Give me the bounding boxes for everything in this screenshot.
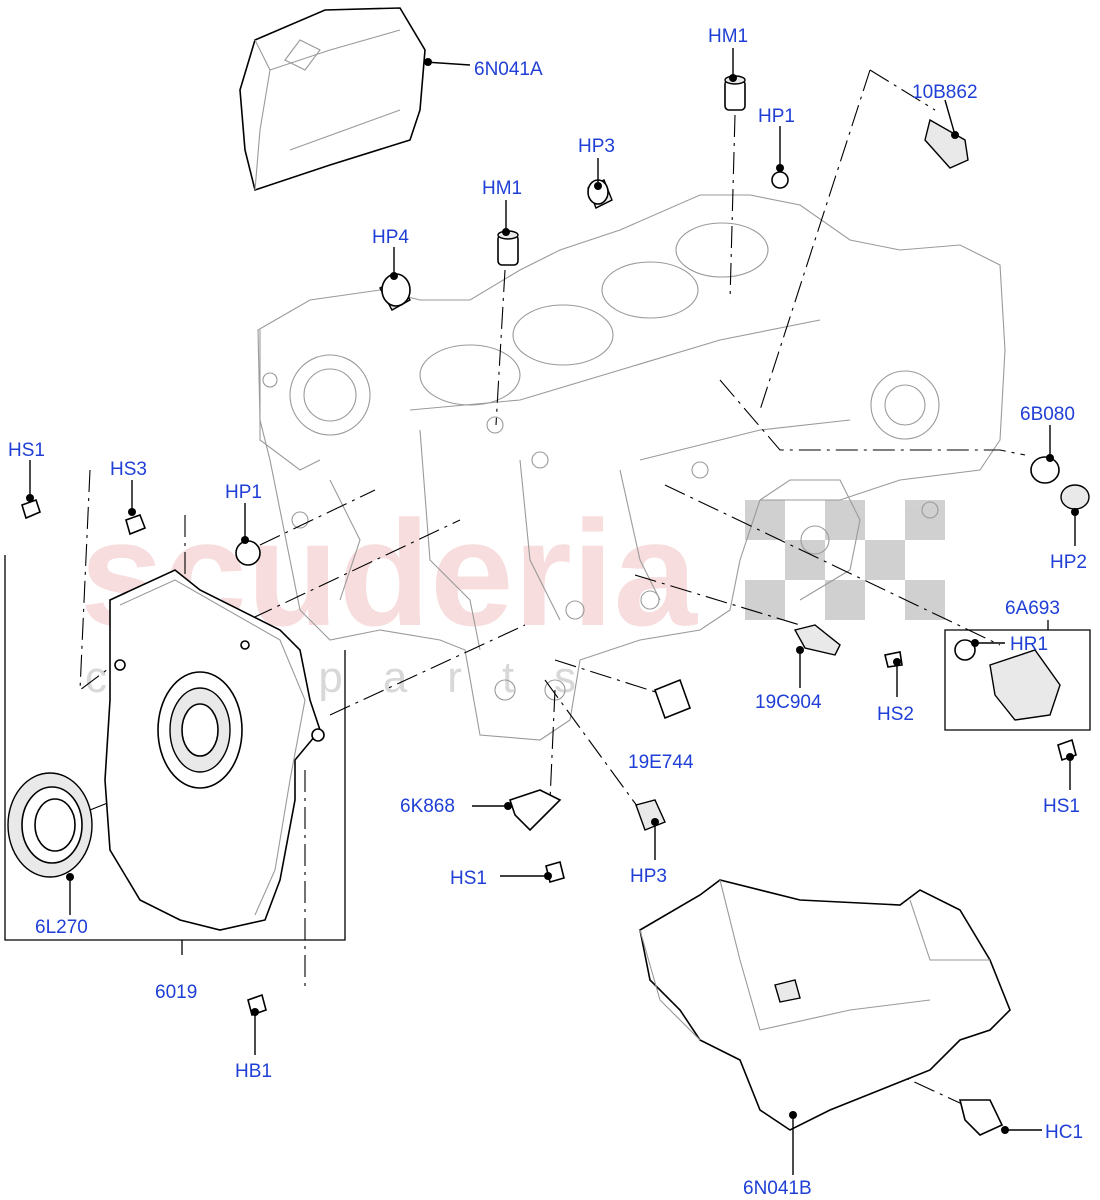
bolt-hs3 (125, 513, 147, 536)
bush-19e744 (653, 678, 692, 720)
checkered-flag-icon (745, 500, 945, 620)
oil-seal-6l270 (7, 772, 93, 878)
bolt-hs1-left (21, 498, 41, 520)
label-19c904: 19C904 (755, 692, 822, 713)
label-hm1-top: HM1 (708, 26, 748, 47)
label-hc1: HC1 (1045, 1122, 1083, 1143)
label-10b862: 10B862 (912, 82, 978, 103)
part-labels: 6N041A HM1 10B862 HP1 HP3 HM1 HP4 HS1 HS… (8, 26, 1087, 1199)
ring-hr1 (954, 639, 976, 661)
label-6a693: 6A693 (1005, 598, 1060, 619)
label-6k868: 6K868 (400, 796, 455, 817)
label-hp2: HP2 (1050, 552, 1087, 573)
cylinder-block (257, 194, 1006, 741)
ring-hp1-top (771, 171, 789, 189)
label-19e744: 19E744 (628, 752, 694, 773)
label-hr1: HR1 (1010, 634, 1048, 655)
label-hp1-top: HP1 (758, 106, 795, 127)
label-hs1-right: HS1 (1043, 796, 1080, 817)
leader-lines (26, 48, 1079, 1175)
bracket-6k868 (508, 789, 562, 832)
sensor-10b862 (924, 118, 969, 169)
label-hs2: HS2 (877, 704, 914, 725)
label-hs3: HS3 (110, 459, 147, 480)
front-cover-6019 (104, 569, 325, 931)
ring-6b080 (1030, 456, 1060, 484)
label-hs1-bottom: HS1 (450, 868, 487, 889)
sensor-19c904 (793, 624, 841, 656)
label-6n041a: 6N041A (474, 59, 543, 80)
heat-shield-lower (639, 879, 1011, 1131)
clip-hc1 (958, 1099, 1004, 1136)
label-6b080: 6B080 (1020, 404, 1075, 425)
label-hm1-mid: HM1 (482, 178, 522, 199)
label-hp3-top: HP3 (578, 136, 615, 157)
label-hp4: HP4 (372, 227, 409, 248)
label-hb1: HB1 (235, 1061, 272, 1082)
ring-hp1-left (235, 540, 261, 566)
label-6l270: 6L270 (35, 917, 88, 938)
heat-shield-upper (239, 7, 426, 192)
label-6n041b: 6N041B (743, 1178, 812, 1199)
solenoid-6a693 (989, 649, 1061, 721)
small-components (21, 75, 1090, 1136)
plug-hp3-bottom (635, 799, 666, 831)
label-hp1-left: HP1 (225, 482, 262, 503)
plug-hp2 (1060, 484, 1090, 510)
label-6019: 6019 (155, 982, 197, 1003)
label-hs1-left: HS1 (8, 440, 45, 461)
group-brackets (4, 555, 1091, 955)
label-hp3-bottom: HP3 (630, 866, 667, 887)
